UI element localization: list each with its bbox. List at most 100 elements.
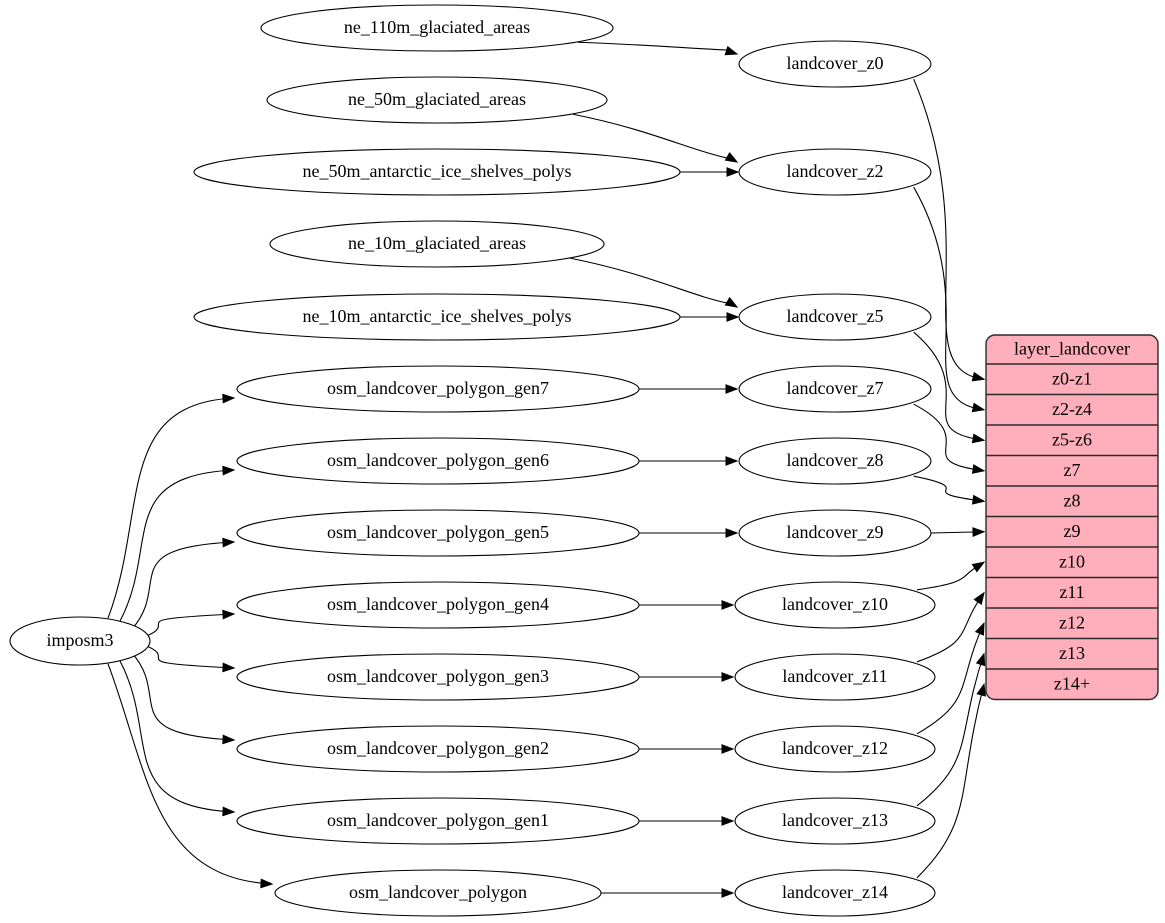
node-label: landcover_z0 [787,53,884,73]
edge-arrowhead [972,527,986,537]
edge-arrowhead [971,494,986,505]
node-ne_110m_glaciated_areas[interactable]: ne_110m_glaciated_areas [260,4,614,52]
node-ellipse [734,653,936,701]
node-ellipse [193,148,681,196]
node-ellipse [260,4,614,52]
node-ellipse [734,869,936,917]
edge-ne_10m_glaciated_areas-to-landcover_z5 [570,257,728,304]
node-ellipse [236,581,640,629]
row-label: z8 [1064,490,1081,510]
node-osm_landcover_polygon[interactable]: osm_landcover_polygon [274,869,602,917]
node-imposm3[interactable]: imposm3 [9,616,151,666]
edge-arrowhead [973,591,985,606]
edge-arrowhead [726,312,740,322]
nodes-layer: imposm3 ne_110m_glaciated_areas ne_50m_gla… [9,4,936,917]
row-label: z13 [1059,643,1085,663]
row-label: z11 [1059,582,1084,602]
table-row-z10[interactable]: z10 [986,546,1158,571]
table-row-z8[interactable]: z8 [986,485,1158,510]
table-row-z9[interactable]: z9 [986,515,1158,541]
node-ellipse [738,148,932,196]
node-ellipse [236,797,640,845]
node-ne_10m_antarctic_ice_shelves_polys[interactable]: ne_10m_antarctic_ice_shelves_polys [193,293,681,341]
row-label: z5-z6 [1052,429,1092,449]
node-osm_landcover_polygon_gen7[interactable]: osm_landcover_polygon_gen7 [236,365,640,413]
edge-arrowhead [971,433,986,444]
table-row-z5-z6[interactable]: z5-z6 [986,424,1158,449]
edge-arrowhead [724,296,739,308]
node-ellipse [266,76,608,124]
node-label: osm_landcover_polygon [349,882,527,902]
table-header-cell: layer_landcover [1014,339,1130,359]
node-landcover_z2[interactable]: landcover_z2 [738,148,932,196]
table-row-z2-z4[interactable]: z2-z4 [986,393,1158,419]
node-landcover_z12[interactable]: landcover_z12 [734,725,936,773]
edge-arrowhead [971,402,986,413]
edge-imposm3-to-osm_landcover_polygon_gen6 [119,469,235,622]
edge-arrowhead [721,744,735,754]
edge-landcover_z7-to-row-z7 [913,403,985,472]
node-ellipse [738,365,932,413]
node-landcover_z0[interactable]: landcover_z0 [738,40,932,88]
edge-arrowhead [222,662,236,673]
node-ne_50m_glaciated_areas[interactable]: ne_50m_glaciated_areas [266,76,608,124]
edge-arrowhead [724,45,739,56]
node-osm_landcover_polygon_gen6[interactable]: osm_landcover_polygon_gen6 [236,437,640,485]
node-label: osm_landcover_polygon_gen4 [327,594,549,614]
layer-landcover-table[interactable]: layer_landcover z0-z1 z2-z4 z5-z6 z7 z8 z9 z10 z… [985,334,1159,701]
node-landcover_z10[interactable]: landcover_z10 [734,581,936,629]
node-label: landcover_z14 [782,882,888,902]
node-label: ne_10m_antarctic_ice_shelves_polys [303,306,572,326]
node-label: ne_50m_glaciated_areas [348,89,526,109]
node-landcover_z13[interactable]: landcover_z13 [734,797,936,845]
node-landcover_z7[interactable]: landcover_z7 [738,365,932,413]
edge-arrowhead [222,393,236,404]
edge-arrowhead [725,384,739,394]
edge-arrowhead [974,621,985,636]
node-landcover_z8[interactable]: landcover_z8 [738,437,932,485]
row-label: z7 [1064,460,1081,480]
edge-imposm3-to-osm_landcover_polygon_gen1 [119,660,235,813]
edge-arrowhead [222,734,236,745]
node-ellipse [236,437,640,485]
node-ellipse [738,437,932,485]
edge-arrowhead [725,456,739,466]
table-row-z13[interactable]: z13 [986,637,1158,663]
edge-landcover_z0-to-row-z0-z1 [913,78,985,380]
row-label: z10 [1059,551,1085,571]
edge-arrowhead [721,672,735,682]
table-row-z14plus[interactable]: z14+ [986,668,1158,693]
node-landcover_z5[interactable]: landcover_z5 [738,293,932,341]
edge-arrowhead [721,888,735,898]
node-osm_landcover_polygon_gen5[interactable]: osm_landcover_polygon_gen5 [236,509,640,557]
table-row-z7[interactable]: z7 [986,454,1158,480]
node-ne_50m_antarctic_ice_shelves_polys[interactable]: ne_50m_antarctic_ice_shelves_polys [193,148,681,196]
node-ellipse [236,509,640,557]
edge-imposm3-to-osm_landcover_polygon_gen2 [131,652,235,741]
table-header-label: layer_landcover [1014,339,1130,359]
node-landcover_z9[interactable]: landcover_z9 [738,509,932,557]
edge-arrowhead [724,151,739,163]
node-label: landcover_z12 [782,738,888,758]
node-label: landcover_z13 [782,810,888,830]
node-landcover_z14[interactable]: landcover_z14 [734,869,936,917]
edge-imposm3-to-osm_landcover_polygon_gen4 [143,613,235,638]
node-ne_10m_glaciated_areas[interactable]: ne_10m_glaciated_areas [269,220,605,268]
node-label: osm_landcover_polygon_gen5 [327,522,549,542]
edge-arrowhead [975,652,986,667]
node-osm_landcover_polygon_gen1[interactable]: osm_landcover_polygon_gen1 [236,797,640,845]
table-row-z0-z1[interactable]: z0-z1 [986,363,1158,388]
node-landcover_z11[interactable]: landcover_z11 [734,653,936,701]
edge-ne_110m_glaciated_areas-to-landcover_z0 [577,41,728,51]
node-osm_landcover_polygon_gen2[interactable]: osm_landcover_polygon_gen2 [236,725,640,773]
node-osm_landcover_polygon_gen3[interactable]: osm_landcover_polygon_gen3 [236,653,640,701]
edge-imposm3-to-osm_landcover_polygon [107,663,273,885]
node-osm_landcover_polygon_gen4[interactable]: osm_landcover_polygon_gen4 [236,581,640,629]
node-label: ne_50m_antarctic_ice_shelves_polys [303,161,572,181]
table-row-z11[interactable]: z11 [986,576,1158,602]
row-label: z12 [1059,612,1085,632]
edge-landcover_z5-to-row-z5-z6 [913,331,985,441]
node-label: osm_landcover_polygon_gen6 [327,450,549,470]
table-row-z12[interactable]: z12 [986,607,1158,632]
